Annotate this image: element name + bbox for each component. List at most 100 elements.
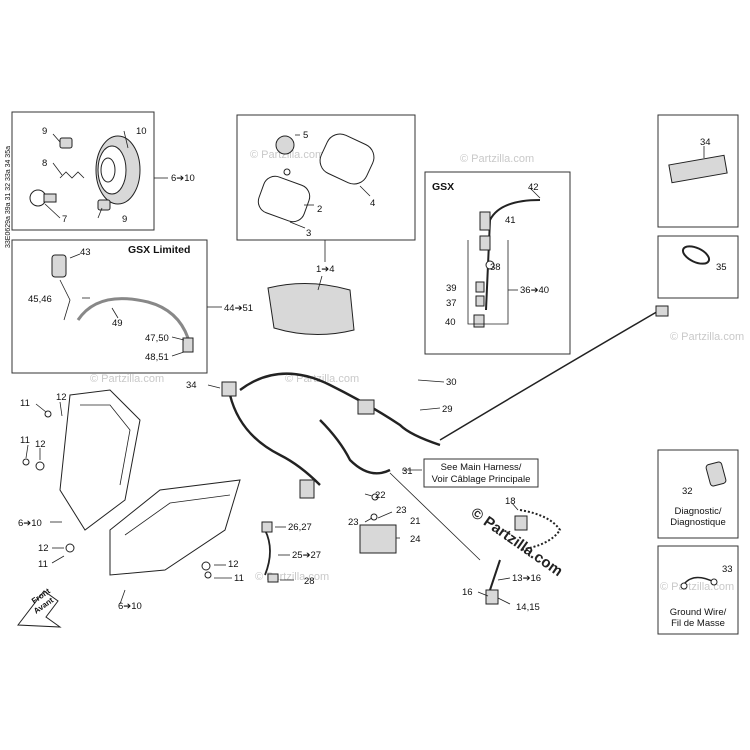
gauge-cluster xyxy=(267,283,355,335)
connector-hl xyxy=(299,479,315,499)
callout-9-bottom: 9 xyxy=(122,214,127,225)
gauge-knob xyxy=(275,135,295,155)
ground-wire xyxy=(683,576,715,585)
module-24 xyxy=(359,524,397,554)
callout-11-c: 11 xyxy=(38,559,48,570)
callout-11-b: 11 xyxy=(20,435,30,446)
tie-box xyxy=(657,235,739,299)
right-boxes: 34 35 32 Diagnostic/ Diagnostique 33 Gro… xyxy=(657,114,739,635)
callout-5: 5 xyxy=(303,130,308,141)
side-code: 33E0629a 39a 31 32 33a 34 35a xyxy=(5,146,12,248)
callout-1-4: 1➔4 xyxy=(316,264,335,275)
gsx-limited-group: GSX Limited 43 45,46 49 47,50 48,51 44➔5… xyxy=(11,239,253,374)
callout-16: 16 xyxy=(462,587,473,598)
callout-38: 38 xyxy=(490,262,501,273)
callout-48-51: 48,51 xyxy=(145,352,169,363)
gsx-ring-38 xyxy=(485,260,495,270)
callout-23-a: 23 xyxy=(348,517,359,528)
main-harness-line-2: Voir Câblage Principale xyxy=(432,474,531,485)
callout-7: 7 xyxy=(62,214,67,225)
callout-25-27: 25➔27 xyxy=(292,550,321,561)
callout-11-a: 11 xyxy=(20,398,30,409)
watermark-5: © Partzilla.com xyxy=(670,331,744,343)
diagnostic-caption-1: Diagnostic/ xyxy=(675,506,722,517)
callout-47-50: 47,50 xyxy=(145,333,169,344)
callout-4: 4 xyxy=(370,198,375,209)
gsx-connector-42 xyxy=(479,211,491,231)
ground-caption-1: Ground Wire/ xyxy=(670,607,727,618)
cable-tie xyxy=(681,245,711,265)
callout-28: 28 xyxy=(304,576,315,587)
callout-29: 29 xyxy=(442,404,453,415)
gauge-group-box xyxy=(236,114,416,241)
callout-22: 22 xyxy=(375,490,386,501)
connector-34 xyxy=(221,381,237,397)
front-arrow-icon xyxy=(17,590,62,628)
bulb-group-box xyxy=(11,111,155,231)
main-assembly: 11 12 11 12 6➔10 12 11 6➔10 12 11 26,27 … xyxy=(17,275,669,628)
right-headlight xyxy=(109,479,241,576)
callout-6-10-bottom: 6➔10 xyxy=(118,601,142,612)
part-9-top xyxy=(59,137,73,149)
callout-12-a: 12 xyxy=(56,392,67,403)
gsx-box xyxy=(424,171,571,355)
gauge-group: 5 2 3 4 1➔4 xyxy=(236,114,416,275)
callout-34-harness: 34 xyxy=(186,380,197,391)
callout-9-top: 9 xyxy=(42,126,47,137)
callout-41: 41 xyxy=(505,215,516,226)
callout-49: 49 xyxy=(112,318,123,329)
watermark-3: © Partzilla.com xyxy=(90,373,164,385)
part-9-bottom xyxy=(97,199,111,211)
diagnostic-box xyxy=(657,449,739,539)
callout-39: 39 xyxy=(446,283,457,294)
watermark-1: © Partzilla.com xyxy=(250,149,324,161)
callout-14-15: 14,15 xyxy=(516,602,540,613)
ground-box xyxy=(657,545,739,635)
main-harness-line-1: See Main Harness/ xyxy=(441,462,522,473)
diag-connector xyxy=(655,305,669,317)
bulb-group: 9 10 8 7 9 6➔10 xyxy=(11,111,195,231)
gsx-boot-41 xyxy=(479,235,491,251)
callout-43: 43 xyxy=(80,247,91,258)
diagnostic-caption-2: Diagnostique xyxy=(670,517,725,528)
callout-6-10-top: 6➔10 xyxy=(171,173,195,184)
grease-box xyxy=(657,114,739,228)
callout-8: 8 xyxy=(42,158,47,169)
callout-13-16: 13➔16 xyxy=(512,573,541,584)
callout-12-d: 12 xyxy=(228,559,239,570)
callout-23-b: 23 xyxy=(396,505,407,516)
callout-12-c: 12 xyxy=(38,543,49,554)
callout-3: 3 xyxy=(306,228,311,239)
main-harness-note xyxy=(423,458,539,488)
callout-31: 31 xyxy=(402,466,413,477)
callout-32: 32 xyxy=(682,486,693,497)
callout-30: 30 xyxy=(446,377,457,388)
cord-connector xyxy=(514,515,528,531)
callout-42: 42 xyxy=(528,182,539,193)
diagnostic-cap xyxy=(705,461,727,487)
left-headlight xyxy=(59,389,141,531)
gsx-limited-box xyxy=(11,239,208,374)
callout-40: 40 xyxy=(445,317,456,328)
callout-6-10-left: 6➔10 xyxy=(18,518,42,529)
callout-26-27: 26,27 xyxy=(288,522,312,533)
callout-34: 34 xyxy=(700,137,711,148)
callout-18: 18 xyxy=(505,496,516,507)
callout-12-b: 12 xyxy=(35,439,46,450)
bulb-43 xyxy=(51,254,67,278)
connector-48 xyxy=(182,337,194,353)
gauge-lens xyxy=(319,133,375,185)
callout-21: 21 xyxy=(410,516,421,527)
gsx-limited-title: GSX Limited xyxy=(128,244,190,256)
callout-36-40: 36➔40 xyxy=(520,285,549,296)
callout-44-51: 44➔51 xyxy=(224,303,253,314)
callout-2: 2 xyxy=(317,204,322,215)
callout-37: 37 xyxy=(446,298,457,309)
grease-tube xyxy=(668,154,728,184)
bulb-clip xyxy=(59,171,85,179)
gsx-title: GSX xyxy=(432,181,454,193)
ground-caption-2: Fil de Masse xyxy=(671,618,725,629)
watermark-7: © Partzilla.com xyxy=(660,581,734,593)
